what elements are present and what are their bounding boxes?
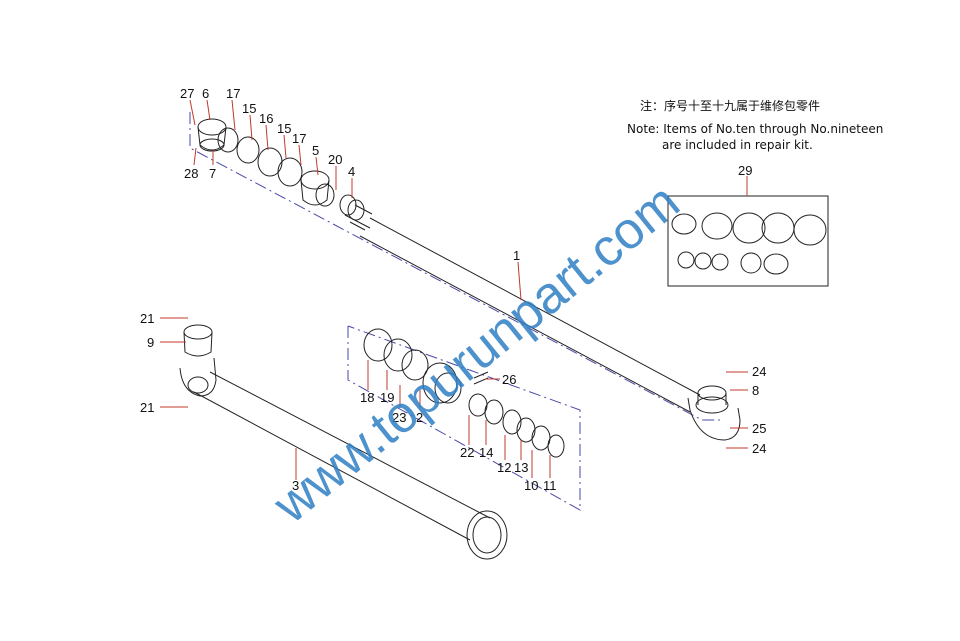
callout-22: 22 — [460, 445, 474, 460]
callout-17: 17 — [292, 131, 306, 146]
callout-5: 5 — [312, 143, 319, 158]
piston-rod — [359, 217, 701, 413]
callout-17: 17 — [226, 86, 240, 101]
callout-18: 18 — [360, 390, 374, 405]
callout-24: 24 — [752, 364, 766, 379]
note-chinese: 注：序号十至十九属于维修包零件 — [640, 98, 820, 113]
callouts: 27 6 17 15 16 15 17 5 20 4 28 7 1 29 21 … — [140, 86, 766, 493]
callout-15: 15 — [242, 101, 256, 116]
callout-21: 21 — [140, 311, 154, 326]
note-english-line2: are included in repair kit. — [662, 138, 813, 152]
rod-head — [197, 118, 227, 152]
rod-eye — [687, 385, 741, 441]
callout-13: 13 — [514, 460, 528, 475]
callout-15: 15 — [277, 121, 291, 136]
piston-assembly — [363, 328, 565, 458]
rod-nut — [339, 194, 365, 221]
callout-28: 28 — [184, 166, 198, 181]
cylinder-tube — [179, 324, 508, 560]
rod-seals — [217, 127, 303, 187]
callout-23: 23 — [392, 410, 406, 425]
callout-24: 24 — [752, 441, 766, 456]
callout-10: 10 — [524, 478, 538, 493]
piston-rod-assembly — [197, 118, 741, 441]
callout-6: 6 — [202, 86, 209, 101]
callout-2: 2 — [416, 410, 423, 425]
repair-kit-box — [667, 195, 829, 287]
repair-kit-note: 注：序号十至十九属于维修包零件 Note: Items of No.ten th… — [627, 98, 883, 152]
callout-21: 21 — [140, 400, 154, 415]
callout-4: 4 — [348, 164, 355, 179]
centerlines — [189, 112, 720, 511]
callout-7: 7 — [209, 166, 216, 181]
callout-16: 16 — [259, 111, 273, 126]
callout-11: 11 — [543, 478, 557, 493]
callout-26: 26 — [502, 372, 516, 387]
leader-lines — [160, 99, 748, 480]
callout-27: 27 — [180, 86, 194, 101]
note-english-line1: Note: Items of No.ten through No.ninetee… — [627, 122, 883, 136]
callout-1: 1 — [513, 248, 520, 263]
callout-12: 12 — [497, 460, 511, 475]
guide-bush — [300, 170, 335, 207]
callout-19: 19 — [380, 390, 394, 405]
callout-14: 14 — [479, 445, 493, 460]
callout-29: 29 — [738, 163, 752, 178]
tube-eye — [179, 324, 217, 397]
callout-8: 8 — [752, 383, 759, 398]
callout-20: 20 — [328, 152, 342, 167]
callout-25: 25 — [752, 421, 766, 436]
watermark: www.topurunpart.com — [262, 173, 690, 535]
callout-3: 3 — [292, 478, 299, 493]
callout-9: 9 — [147, 335, 154, 350]
